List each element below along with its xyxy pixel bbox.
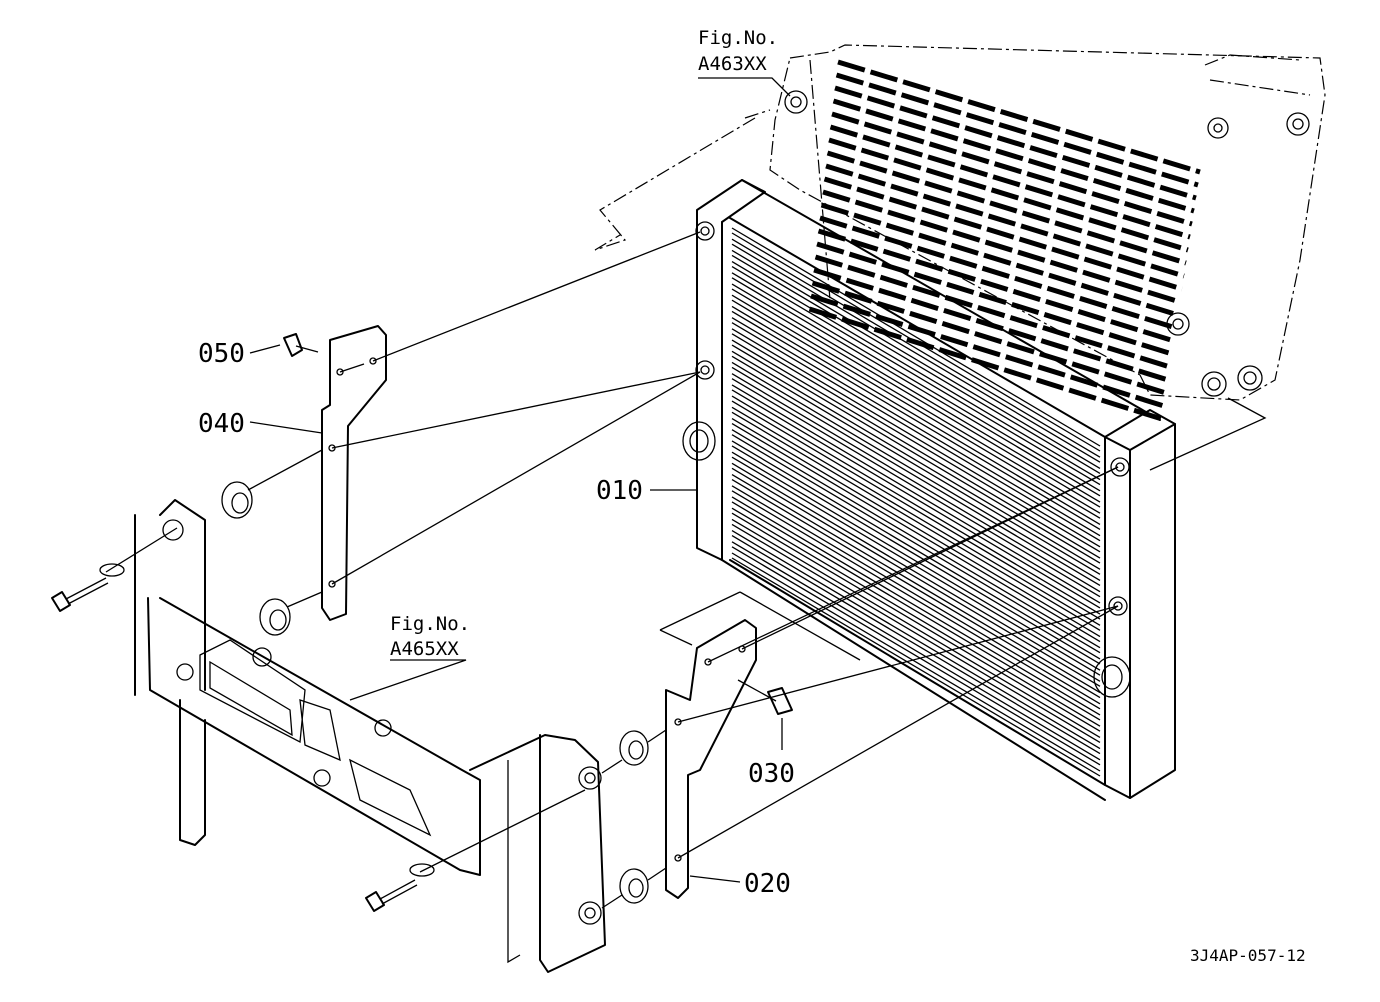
part-label-030: 030 xyxy=(748,759,795,789)
fig-ref-top-line1: Fig.No. xyxy=(698,27,778,49)
part-label-050: 050 xyxy=(198,339,245,369)
leader-lines xyxy=(249,77,791,883)
grommets xyxy=(221,481,649,904)
part-label-020: 020 xyxy=(744,869,791,899)
left-bracket xyxy=(321,325,387,621)
part-label-040: 040 xyxy=(198,409,245,439)
fig-ref-top-line2: A463XX xyxy=(698,53,767,75)
fig-ref-mid-line2: A465XX xyxy=(390,638,459,660)
alignment-lines xyxy=(105,231,1267,909)
part-label-010: 010 xyxy=(596,476,643,506)
radiator-core xyxy=(682,179,1176,801)
right-bracket xyxy=(665,619,757,899)
fig-ref-mid-line1: Fig.No. xyxy=(390,613,470,635)
upper-radiator-phantom xyxy=(594,44,1326,422)
drawing-code: 3J4AP-057-12 xyxy=(1190,946,1306,965)
lower-frame xyxy=(134,499,606,973)
